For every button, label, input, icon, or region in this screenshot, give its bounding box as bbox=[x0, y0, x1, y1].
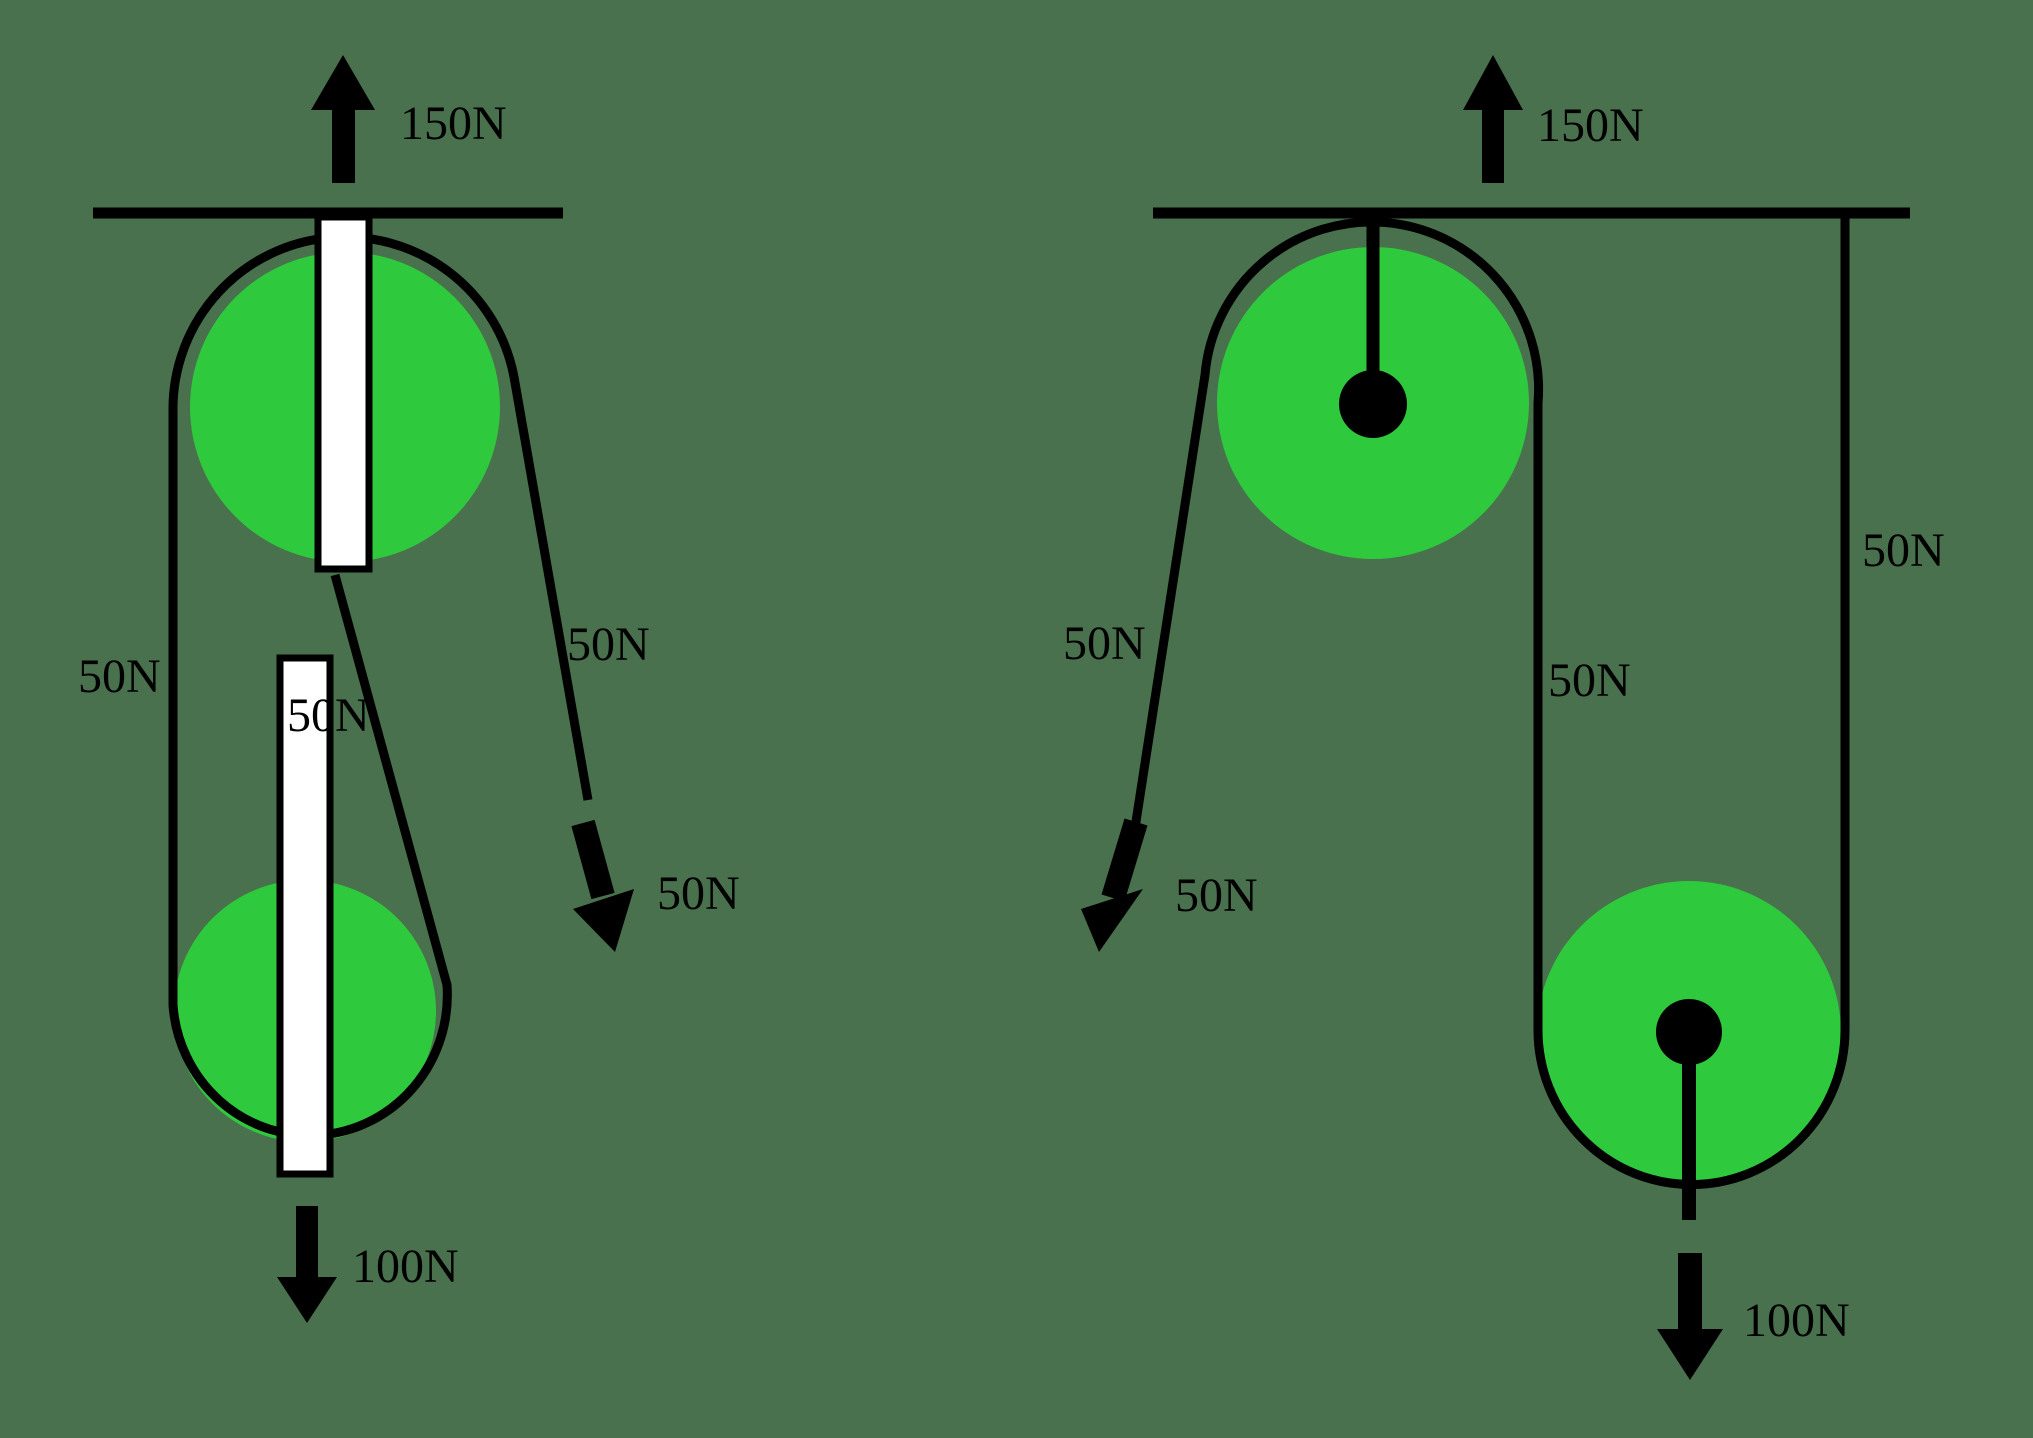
pull-force-label: 50N bbox=[657, 867, 740, 920]
left-rope-tension-label: 50N bbox=[1548, 654, 1631, 707]
pull-rope-tension-label: 50N bbox=[1063, 617, 1146, 670]
pull-arrow-shaft bbox=[571, 819, 615, 900]
left-rope-tension-label: 50N bbox=[78, 650, 161, 703]
load-force-arrow bbox=[1657, 1253, 1723, 1380]
load-force-label: 100N bbox=[352, 1240, 459, 1293]
anchor-force-label: 150N bbox=[400, 97, 507, 150]
up-arrow-head bbox=[1463, 55, 1523, 110]
bottom-pulley-axle bbox=[1656, 999, 1722, 1065]
load-force-arrow bbox=[277, 1206, 337, 1323]
down-arrow-head bbox=[1657, 1329, 1723, 1380]
right-pulley-system: 150N 50N 50N 50N 50N 100N bbox=[1063, 55, 1945, 1380]
rope-pull-arrow bbox=[571, 819, 634, 952]
top-pulley-bar bbox=[314, 213, 373, 573]
up-arrow-shaft bbox=[332, 104, 355, 183]
left-pulley-system: 150N 50N 50N 50N 50N 100N bbox=[78, 55, 740, 1323]
right-rope-tension-label: 50N bbox=[1862, 524, 1945, 577]
pull-arrow-shaft bbox=[1101, 818, 1148, 902]
up-arrow-shaft bbox=[1482, 104, 1504, 183]
rope-pull-arrow bbox=[1081, 818, 1148, 952]
anchor-rope-tension-label: 50N bbox=[287, 689, 370, 742]
up-arrow-head bbox=[311, 55, 375, 110]
down-arrow-shaft bbox=[1678, 1253, 1702, 1332]
upward-force-arrow bbox=[311, 55, 375, 183]
pull-force-label: 50N bbox=[1175, 869, 1258, 922]
pull-arrow-head bbox=[1081, 889, 1143, 952]
bottom-pulley-bar bbox=[276, 654, 334, 1178]
rope bbox=[1130, 216, 1850, 1189]
rope bbox=[168, 232, 593, 1140]
upward-force-arrow bbox=[1463, 55, 1523, 183]
load-force-label: 100N bbox=[1743, 1294, 1850, 1347]
down-arrow-shaft bbox=[296, 1206, 318, 1280]
down-arrow-head bbox=[277, 1277, 337, 1323]
anchor-force-label: 150N bbox=[1537, 99, 1644, 152]
pull-rope-tension-label: 50N bbox=[567, 618, 650, 671]
top-pulley-axle bbox=[1339, 370, 1407, 438]
pull-arrow-head bbox=[573, 889, 634, 952]
